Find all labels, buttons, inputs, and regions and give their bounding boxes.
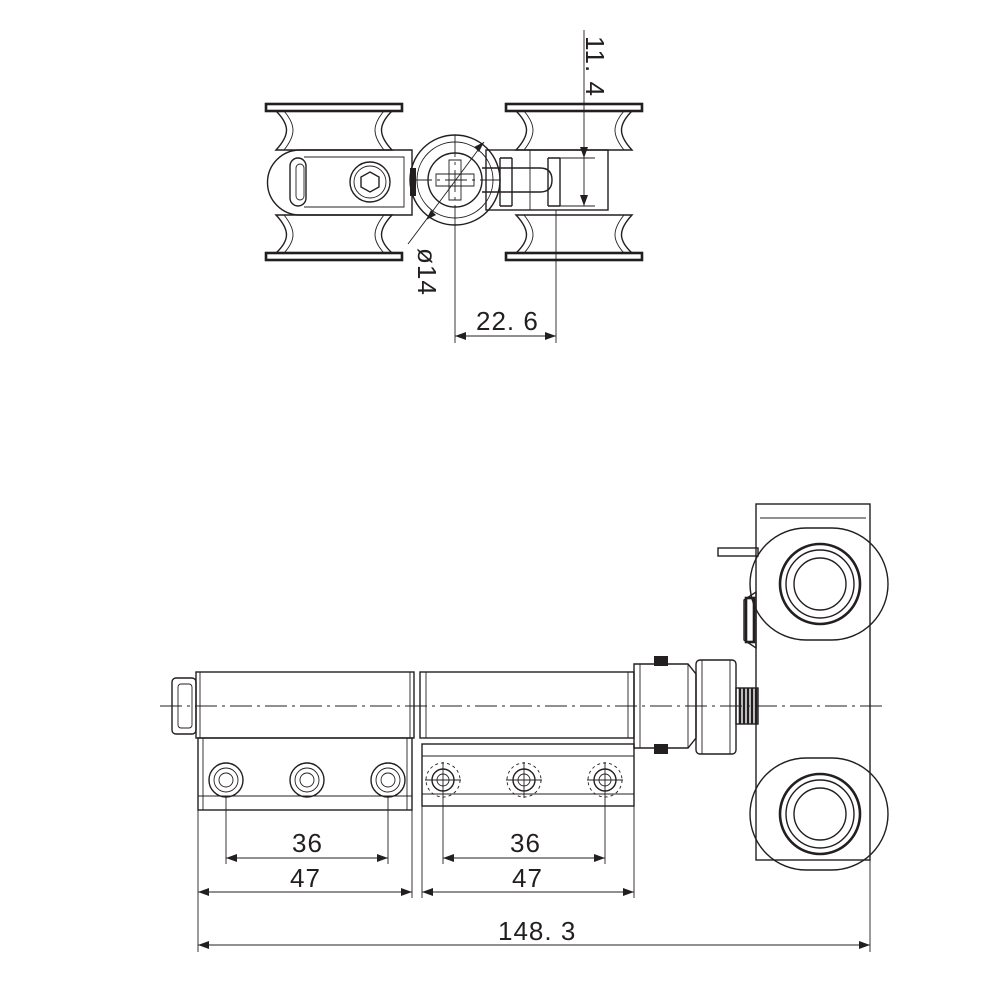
dim-text-36-left: 36: [292, 828, 323, 858]
dim-text-47-left: 47: [290, 863, 321, 893]
hole-right-3: [587, 762, 623, 798]
hinge-leaf-right: [419, 671, 635, 807]
front-view: 36 36 47 47 148. 3: [160, 503, 889, 952]
dimension-47-left: 47: [198, 863, 412, 896]
right-arm: [482, 149, 609, 211]
hole-left-3: [370, 762, 406, 798]
left-arm: [266, 149, 416, 216]
pulley-upper-right: [504, 102, 644, 151]
pulley-lower-left: [264, 214, 404, 262]
pulley-upper-left: [264, 102, 404, 151]
dim-text-diameter-14: ø14: [412, 248, 442, 296]
dim-text-148-3: 148. 3: [498, 916, 576, 946]
hole-right-1: [425, 762, 461, 798]
top-view: 11. 4 ø14 22. 6: [264, 30, 644, 343]
hinge-leaf-left: [195, 671, 415, 811]
socket-screw: [349, 161, 391, 203]
threaded-stud: [735, 687, 759, 725]
hole-right-2: [506, 762, 542, 798]
dim-text-11-4: 11. 4: [580, 36, 610, 97]
dimension-47-right: 47: [422, 863, 634, 896]
dimension-36-left: 36: [226, 828, 388, 862]
dimension-diameter-14: ø14: [407, 141, 485, 296]
dim-text-22-6: 22. 6: [476, 306, 539, 336]
pulley-lower-right: [504, 214, 644, 262]
dimension-36-right: 36: [443, 828, 605, 862]
hole-left-1: [208, 762, 244, 798]
roller-lower: [749, 757, 889, 871]
coupler: [633, 656, 737, 755]
dim-text-47-right: 47: [512, 863, 543, 893]
extension-lines: [197, 797, 871, 952]
dimension-22-6: 22. 6: [454, 210, 557, 343]
roller-upper: [749, 527, 889, 641]
dimension-148-3: 148. 3: [198, 916, 870, 949]
dimension-11-4: 11. 4: [555, 30, 610, 207]
carrier-plate: [717, 503, 871, 861]
dim-text-36-right: 36: [510, 828, 541, 858]
hole-left-2: [289, 762, 325, 798]
